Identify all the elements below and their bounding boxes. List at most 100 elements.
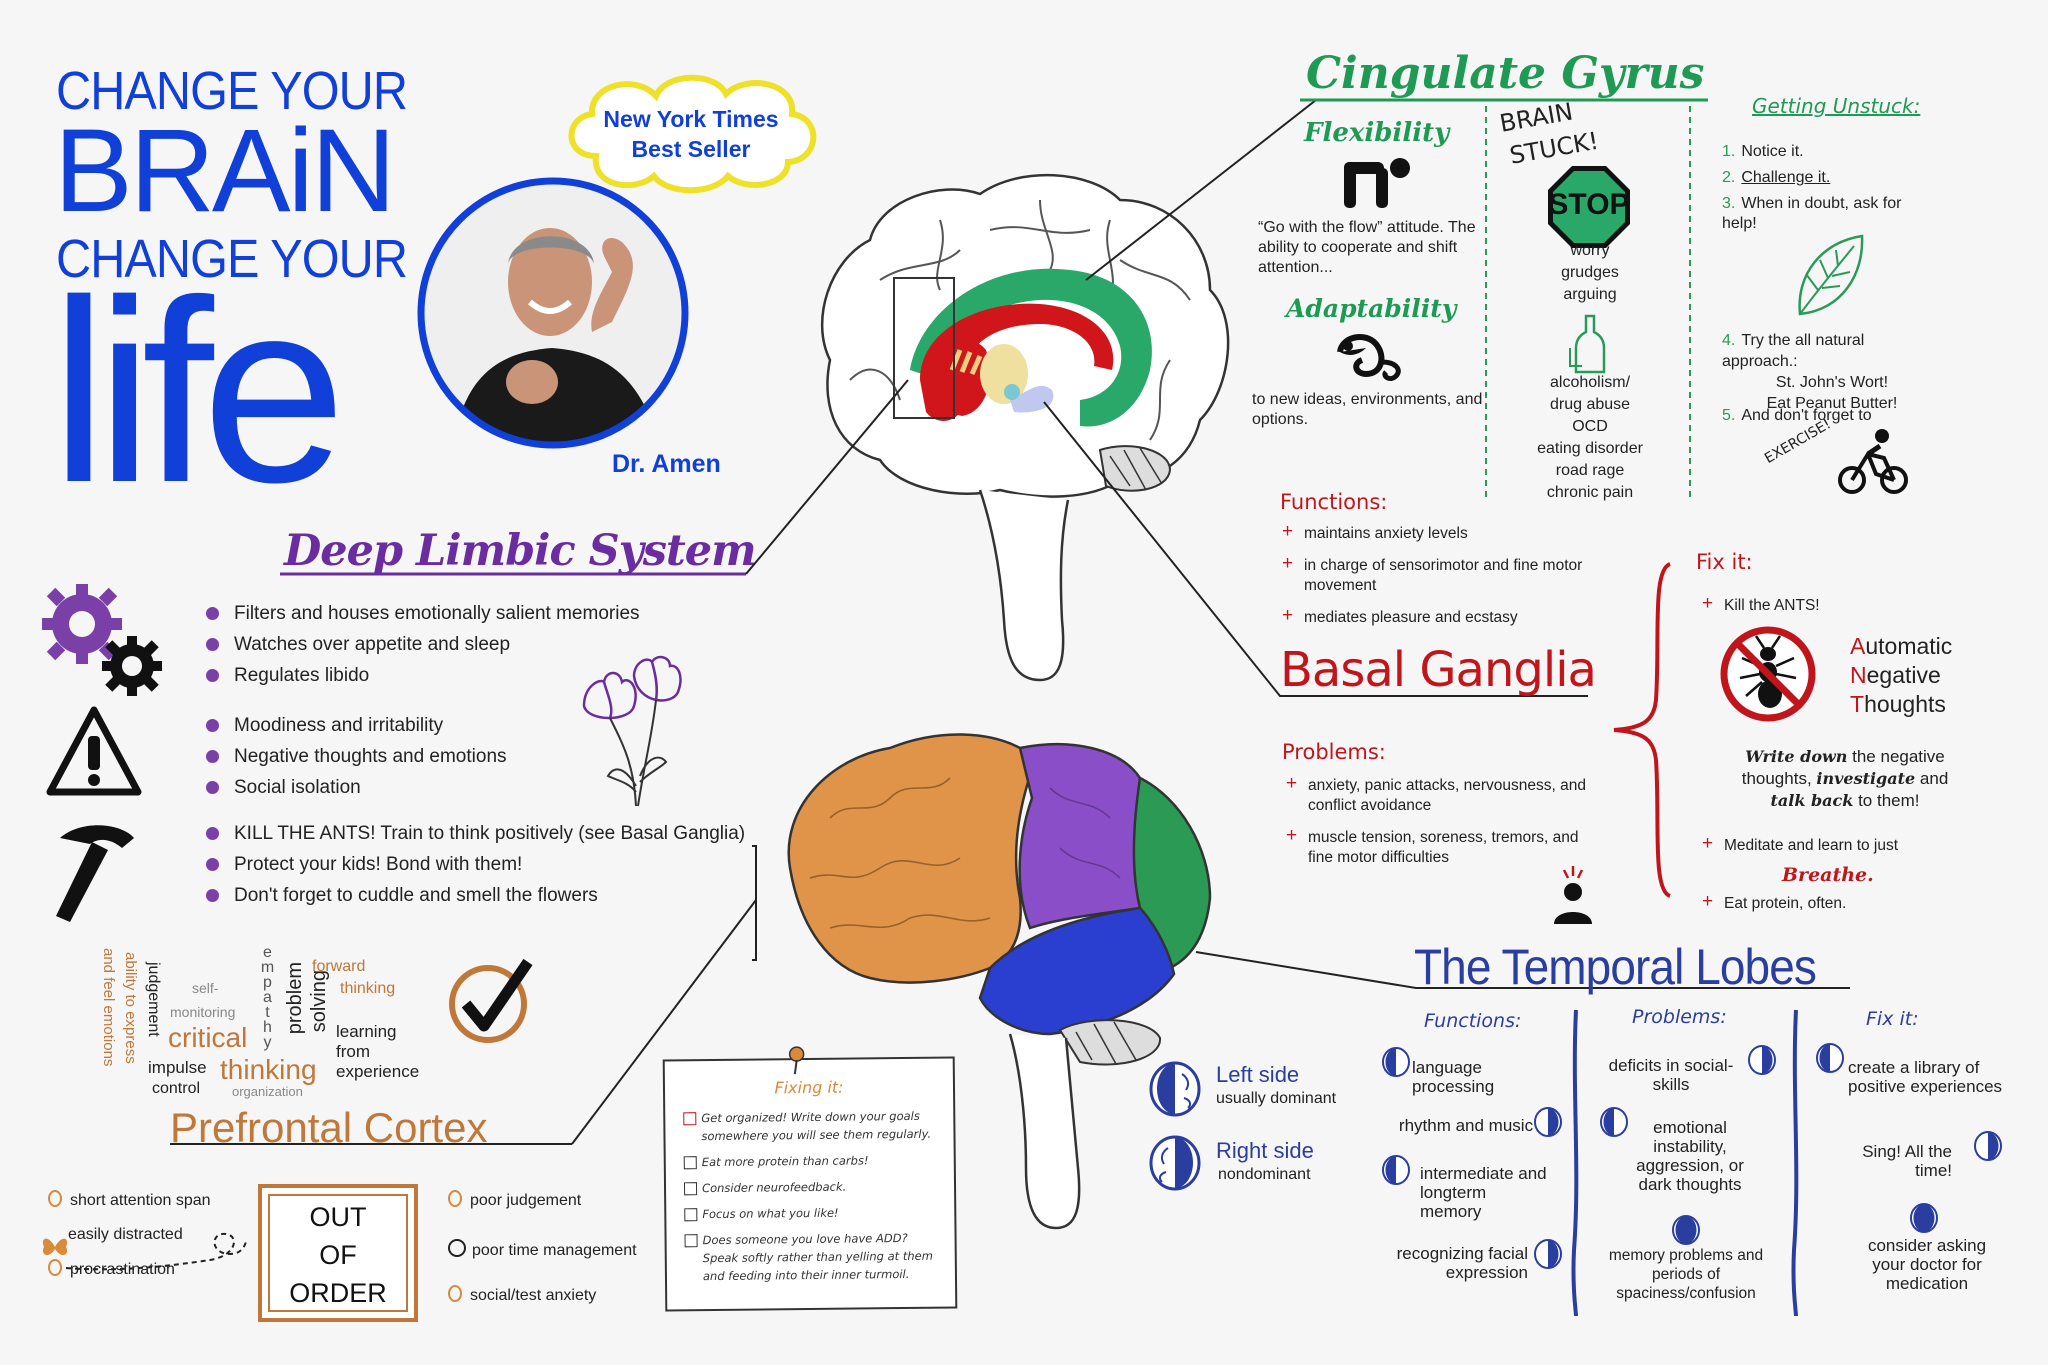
list-item: Negative	[1850, 662, 1941, 688]
cingulate-title: Cingulate Gyrus	[1306, 48, 1705, 99]
list-item: Watches over appetite and sleep	[204, 629, 640, 660]
word-forward: forward	[312, 958, 366, 975]
out-of-order-line: ORDER	[289, 1278, 387, 1308]
list-item: maintains anxiety levels	[1282, 522, 1592, 544]
basal-fix-list: Kill the ANTS!	[1702, 594, 1902, 628]
out-of-order-line: OUT	[309, 1202, 367, 1232]
leaf-icon	[1798, 234, 1864, 316]
word-self: self-	[192, 980, 219, 996]
list-item: Negative thoughts and emotions	[204, 741, 507, 772]
list-item: worry	[1570, 242, 1610, 259]
limbic-title: Deep Limbic System	[284, 526, 757, 576]
word-critical: critical	[168, 1022, 248, 1053]
list-item: Eat Peanut Butter!	[1766, 395, 1898, 412]
list-item: grudges	[1561, 264, 1619, 281]
limbic-functions-list: Filters and houses emotionally salient m…	[204, 598, 640, 691]
write-down-text: Write down the negative thoughts, invest…	[1741, 747, 1949, 810]
stretching-person-icon	[1344, 158, 1410, 208]
list-item: Moodiness and irritability	[204, 710, 507, 741]
temporal-fix-item: Sing! All the time!	[1862, 1142, 1952, 1180]
hammer-icon	[56, 825, 134, 922]
list-item: Don't forget to cuddle and smell the flo…	[204, 880, 745, 911]
list-item: Meditate and learn to just	[1702, 834, 1962, 856]
stuck-items-2: alcoholism/ drug abuse OCD eating disord…	[1510, 372, 1670, 504]
temporal-dividers	[1571, 1009, 1799, 1317]
cingulate-underline	[1300, 98, 1708, 102]
dashed-path	[65, 1232, 247, 1271]
tulips-icon	[582, 655, 682, 807]
adaptability-title: Adaptability	[1286, 294, 1457, 323]
word-impulse: impulse	[148, 1058, 207, 1077]
basal-brace	[1613, 562, 1672, 898]
list-item: anxiety, panic attacks, nervousness, and…	[1286, 774, 1596, 816]
warning-icon	[46, 706, 142, 796]
cyclist-icon	[1838, 429, 1908, 494]
list-item: muscle tension, soreness, tremors, and f…	[1286, 826, 1596, 868]
word-experience: experience	[336, 1062, 420, 1081]
stuck-items: worry grudges arguing	[1530, 240, 1650, 306]
left-side-label: Left side	[1216, 1062, 1300, 1087]
list-item: 2.Challenge it.	[1722, 169, 1831, 186]
unstuck-list: 1.Notice it. 2.Challenge it. 3.When in d…	[1722, 142, 1932, 240]
temporal-fix-title: Fix it:	[1866, 1008, 1919, 1030]
temporal-function-item: rhythm and music	[1398, 1116, 1534, 1135]
bottle-glass-icon	[1569, 314, 1606, 374]
chameleon-icon	[1337, 334, 1401, 381]
left-side-sub: usually dominant	[1216, 1090, 1337, 1107]
basal-problems-list: anxiety, panic attacks, nervousness, and…	[1286, 774, 1596, 880]
list-item: Regulates libido	[204, 660, 640, 691]
temporal-fix-item: consider asking your doctor for medicati…	[1867, 1236, 1987, 1293]
word-control: control	[152, 1080, 201, 1097]
word-thinking: thinking	[220, 1054, 317, 1085]
prefrontal-title: Prefrontal Cortex	[170, 1104, 488, 1151]
list-item: drug abuse	[1549, 396, 1631, 413]
list-item: short attention span	[48, 1190, 211, 1211]
list-item: poor judgement	[448, 1190, 637, 1211]
temporal-title: The Temporal Lobes	[1414, 939, 1817, 995]
limbic-fixes-list: KILL THE ANTS! Train to think positively…	[204, 818, 745, 911]
basal-meditate: Meditate and learn to just	[1702, 834, 1962, 868]
right-side-label: Right side	[1216, 1138, 1314, 1163]
badge-line2: Best Seller	[631, 136, 751, 162]
list-item: Thoughts	[1850, 691, 1946, 717]
stop-sign-icon	[1548, 166, 1630, 248]
brain-lobes-diagram	[787, 733, 1212, 1230]
flexibility-title: Flexibility	[1304, 118, 1450, 148]
unstuck-title: Getting Unstuck:	[1752, 94, 1921, 118]
gears-icon	[42, 584, 162, 696]
list-item: St. John's Wort!	[1775, 374, 1889, 391]
temporal-function-item: intermediate and longterm memory	[1420, 1164, 1547, 1221]
author-portrait	[417, 177, 689, 449]
word-forward-thinking: thinking	[340, 980, 396, 997]
basal-fix-title: Fix it:	[1696, 550, 1753, 574]
basal-problems-title: Problems:	[1282, 740, 1386, 764]
word-organization: organization	[232, 1084, 303, 1099]
list-item: Eat protein, often.	[1702, 892, 1962, 914]
word-monitoring: monitoring	[170, 1004, 236, 1020]
brain-sagittal-diagram	[821, 173, 1230, 682]
adaptability-text: to new ideas, environments, and options.	[1252, 391, 1483, 428]
temporal-problem-item: deficits in social-skills	[1608, 1056, 1734, 1094]
basal-protein: Eat protein, often.	[1702, 892, 1962, 926]
right-brain-icon	[1149, 1135, 1201, 1191]
word-feel: and feel emotions	[100, 948, 117, 1067]
list-item: alcoholism/	[1549, 374, 1631, 391]
cloud-badge-icon	[568, 74, 817, 194]
list-item: Filters and houses emotionally salient m…	[204, 598, 640, 629]
basal-functions-list: maintains anxiety levels in charge of se…	[1282, 522, 1592, 640]
unstuck-step5: 5.And don't forget to	[1722, 407, 1872, 424]
list-item: chronic pain	[1546, 484, 1634, 501]
list-item: eating disorder	[1537, 440, 1643, 457]
basal-title: Basal Ganglia	[1280, 642, 1597, 698]
no-ants-icon	[1720, 626, 1816, 722]
word-judgement: judgement	[145, 962, 162, 1037]
flexibility-text: “Go with the flow” attitude. The ability…	[1258, 219, 1476, 276]
ants-acronym: Automatic Negative Thoughts	[1850, 632, 1952, 719]
list-item: Kill the ANTS!	[1702, 594, 1902, 616]
list-item: 3.When in doubt, ask for help!	[1722, 195, 1902, 232]
title-line4: life	[50, 247, 346, 537]
word-learning: learning	[336, 1022, 397, 1041]
list-item: Social isolation	[204, 772, 507, 803]
